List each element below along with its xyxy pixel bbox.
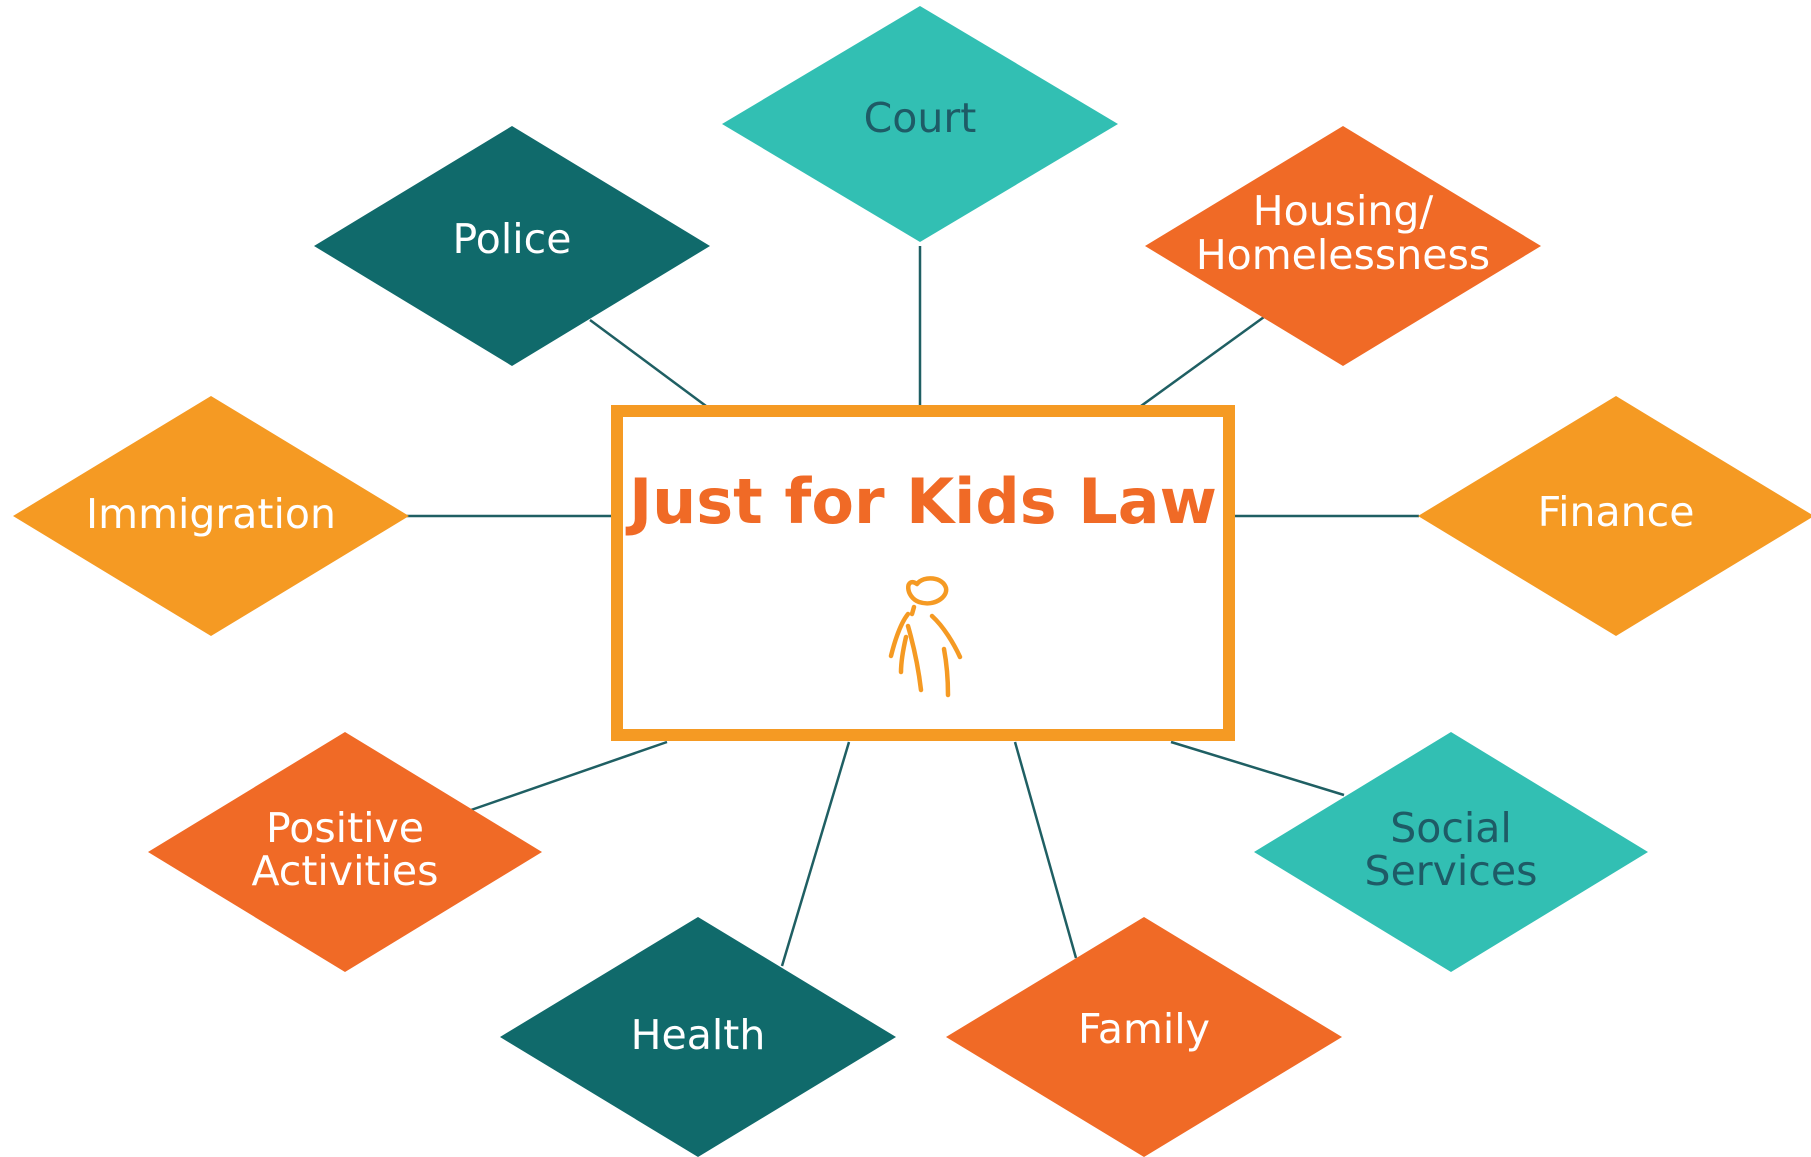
node-immigration: Immigration bbox=[13, 396, 409, 636]
node-police-diamond bbox=[314, 126, 710, 366]
node-positive-diamond bbox=[148, 732, 542, 972]
node-health: Health bbox=[500, 917, 896, 1157]
connector-health bbox=[780, 741, 851, 967]
node-family: Family bbox=[946, 917, 1342, 1157]
node-court-label: Court bbox=[864, 94, 977, 142]
node-finance-diamond bbox=[1418, 396, 1811, 636]
node-housing: Housing/Homelessness bbox=[1145, 126, 1541, 366]
node-police: Police bbox=[314, 126, 710, 366]
node-court-diamond bbox=[722, 6, 1118, 242]
center-frame bbox=[611, 405, 1235, 741]
center-box: Just for Kids Law bbox=[611, 405, 1235, 741]
node-housing-diamond bbox=[1145, 126, 1541, 366]
node-family-diamond bbox=[946, 917, 1342, 1157]
node-housing-label: Housing/ bbox=[1253, 187, 1434, 235]
node-finance-label: Finance bbox=[1538, 488, 1695, 536]
node-health-label: Health bbox=[631, 1011, 766, 1059]
node-housing-label: Homelessness bbox=[1196, 231, 1490, 279]
node-finance: Finance bbox=[1418, 396, 1811, 636]
node-positive-label: Positive bbox=[266, 804, 424, 852]
node-social-label: Services bbox=[1365, 847, 1538, 895]
connector-family bbox=[1013, 741, 1078, 959]
child-figure-icon bbox=[888, 576, 963, 698]
node-family-label: Family bbox=[1078, 1005, 1210, 1053]
node-immigration-label: Immigration bbox=[86, 490, 336, 538]
center-title: Just for Kids Law bbox=[625, 465, 1217, 538]
connector-police bbox=[589, 318, 707, 408]
connector-housing bbox=[1140, 315, 1265, 408]
connector-social bbox=[1170, 740, 1345, 797]
connector-positive bbox=[470, 740, 668, 812]
node-health-diamond bbox=[500, 917, 896, 1157]
node-social-label: Social bbox=[1390, 804, 1512, 852]
node-court: Court bbox=[722, 6, 1118, 242]
node-positive-label: Activities bbox=[251, 847, 438, 895]
node-social-diamond bbox=[1254, 732, 1648, 972]
node-immigration-diamond bbox=[13, 396, 409, 636]
node-police-label: Police bbox=[453, 215, 572, 263]
connectors bbox=[404, 246, 1419, 967]
